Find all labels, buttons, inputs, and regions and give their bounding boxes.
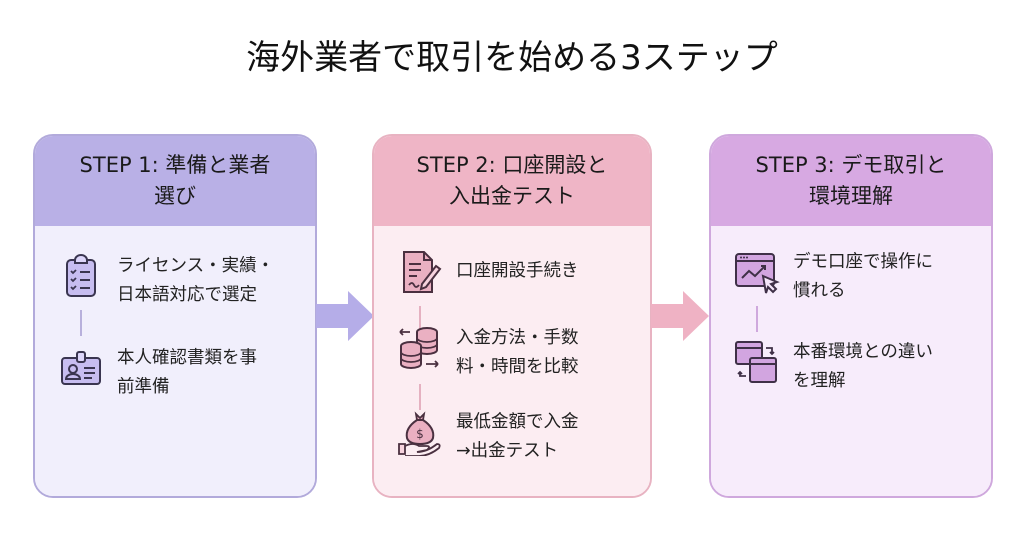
step-2-item-3-line1: 最低金額で入金 <box>456 412 579 432</box>
step-3-header: STEP 3: デモ取引と 環境理解 <box>711 136 991 226</box>
coins-exchange-icon <box>399 327 439 369</box>
step-2-item-3-line2: →出金テスト <box>456 441 559 461</box>
step-1-heading-line1: STEP 1: 準備と業者 <box>79 153 271 177</box>
step-1-item-1-line2: 日本語対応で選定 <box>117 285 257 305</box>
step-3-heading-line2: 環境理解 <box>808 184 893 208</box>
step-2-item-2-line1: 入金方法・手数 <box>456 328 579 348</box>
step-1-item-1: ライセンス・実績・ 日本語対応で選定 <box>57 252 305 310</box>
step-1-item-2: 本人確認書類を事 前準備 <box>57 344 305 402</box>
step-3-item-2: 本番環境との違い を理解 <box>733 338 981 396</box>
step-2-item-1-line1: 口座開設手続き <box>456 261 579 281</box>
step-2-item-1: 口座開設手続き <box>396 248 640 296</box>
step-3-card: STEP 3: デモ取引と 環境理解 デモ口座で操作に 慣れる <box>709 134 993 498</box>
step-2-body: 口座開設手続き 入金方法・手数 料・時間を比較 <box>374 226 650 496</box>
arrow-right-icon <box>651 291 709 341</box>
step-3-connector <box>756 306 758 332</box>
step-2-connector-1 <box>419 306 421 332</box>
step-1-item-1-line1: ライセンス・実績・ <box>117 256 275 276</box>
step-3-item-1-line1: デモ口座で操作に <box>793 252 933 272</box>
step-2-item-3: $ 最低金額で入金 →出金テスト <box>396 408 640 466</box>
step-2-card: STEP 2: 口座開設と 入出金テスト 口座開設手続き <box>372 134 652 498</box>
page-title: 海外業者で取引を始める3ステップ <box>246 38 778 78</box>
step-1-item-2-line2: 前準備 <box>117 377 170 397</box>
step-3-heading-line1: STEP 3: デモ取引と <box>755 153 947 177</box>
window-switch-icon <box>735 341 777 383</box>
chart-window-cursor-icon <box>735 253 780 294</box>
step-1-header: STEP 1: 準備と業者 選び <box>35 136 315 226</box>
step-1-body: ライセンス・実績・ 日本語対応で選定 本人確認書類を事 前準備 <box>35 226 315 496</box>
step-3-item-1-line2: 慣れる <box>793 281 846 301</box>
svg-text:$: $ <box>416 427 424 441</box>
step-3-body: デモ口座で操作に 慣れる 本番環境との違い を理解 <box>711 226 991 496</box>
step-3-item-2-line2: を理解 <box>793 371 846 391</box>
step-3-item-1: デモ口座で操作に 慣れる <box>733 248 981 306</box>
step-2-header: STEP 2: 口座開設と 入出金テスト <box>374 136 650 226</box>
step-2-heading-line2: 入出金テスト <box>448 184 575 208</box>
document-pen-icon <box>403 251 442 293</box>
arrow-right-icon <box>316 291 374 341</box>
step-1-item-2-line1: 本人確認書類を事 <box>117 348 257 368</box>
step-2-heading-line1: STEP 2: 口座開設と <box>416 153 608 177</box>
step-2-item-2: 入金方法・手数 料・時間を比較 <box>396 324 640 382</box>
step-1-heading-line2: 選び <box>153 184 196 208</box>
id-card-icon <box>61 351 101 385</box>
step-2-item-2-line2: 料・時間を比較 <box>456 357 579 377</box>
money-bag-hand-icon: $ <box>398 411 441 456</box>
step-1-card: STEP 1: 準備と業者 選び ライセンス・実績・ 日本語対応で選定 <box>33 134 317 498</box>
step-2-connector-2 <box>419 384 421 410</box>
step-3-item-2-line1: 本番環境との違い <box>793 342 933 362</box>
clipboard-checklist-icon <box>66 254 96 297</box>
step-1-connector <box>80 310 82 336</box>
